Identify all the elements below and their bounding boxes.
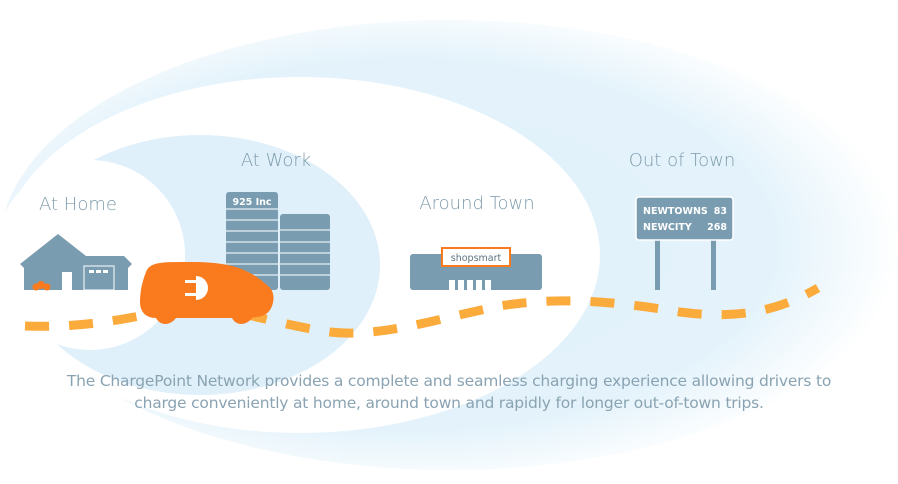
electric-car-icon	[140, 262, 274, 324]
sign-distance-2: 268	[707, 222, 727, 233]
zone-label-out: Out of Town	[629, 150, 736, 171]
sign-place-2: NEWCITY	[643, 222, 692, 233]
highway-sign-icon: NEWTOWNS 83 NEWCITY 268	[635, 196, 734, 290]
sign-place-1: NEWTOWNS	[643, 206, 708, 217]
plug-icon	[185, 276, 208, 300]
zone-label-town: Around Town	[419, 193, 534, 214]
office-sign: 925 Inc	[232, 197, 271, 208]
office-building-icon: 925 Inc	[226, 192, 330, 290]
sign-distance-1: 83	[714, 206, 727, 217]
store-sign: shopsmart	[451, 253, 502, 264]
caption-line-1: The ChargePoint Network provides a compl…	[66, 372, 832, 390]
house-icon	[20, 234, 132, 291]
caption-line-2: charge conveniently at home, around town…	[134, 394, 764, 412]
zone-label-home: At Home	[39, 194, 117, 215]
store-icon: shopsmart	[410, 247, 542, 290]
caption: The ChargePoint Network provides a compl…	[0, 370, 898, 414]
zone-label-work: At Work	[241, 150, 311, 171]
at-home-zone	[0, 160, 185, 350]
